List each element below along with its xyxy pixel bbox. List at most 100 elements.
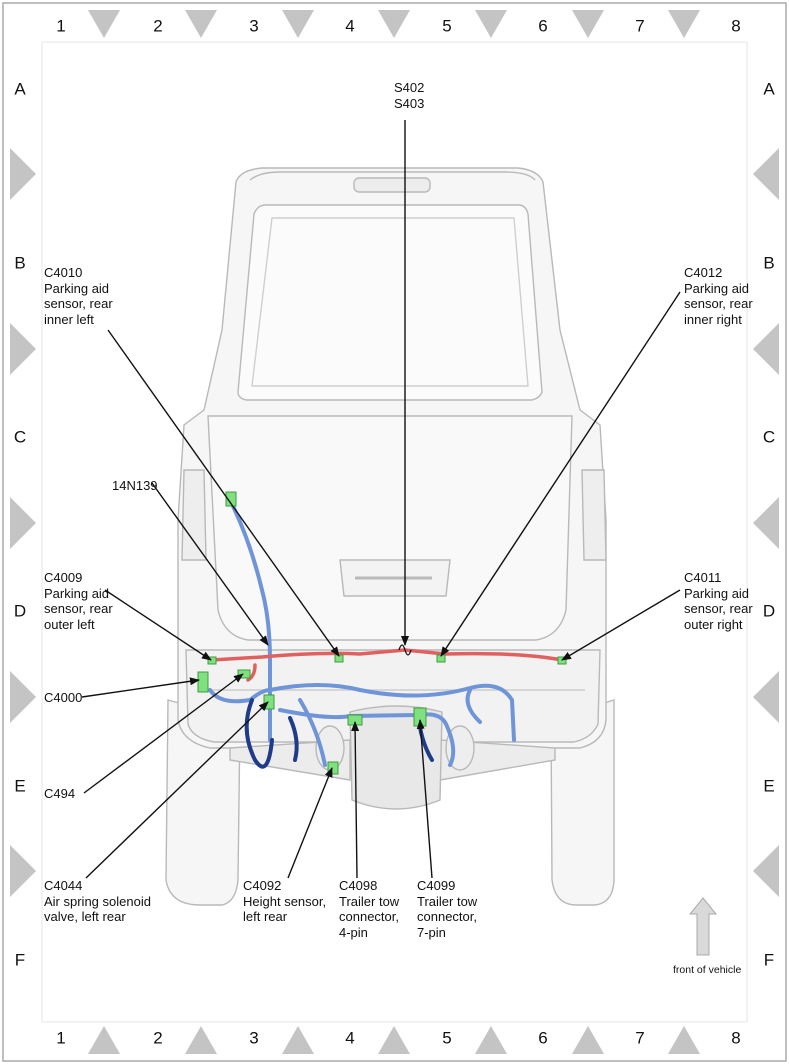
c4012-connector <box>436 654 446 663</box>
vehicle-rear-view <box>165 167 615 906</box>
grid-row-left-c: C <box>13 427 27 447</box>
left-tail-lamp <box>181 469 207 561</box>
grid-col-top-6: 6 <box>538 16 548 36</box>
callout-c4099-line2: Trailer tow <box>417 893 478 909</box>
callout-c4099: C4099 Trailer tow connector, 7-pin <box>417 878 477 940</box>
right-grid-markers <box>753 148 779 897</box>
callout-c4012-line2: Parking aid <box>684 280 750 296</box>
left-grid-markers <box>10 148 36 897</box>
callout-c4009-line2: Parking aid <box>44 585 110 601</box>
grid-col-top-1: 1 <box>56 16 66 36</box>
differential <box>349 705 443 810</box>
leader-c4000 <box>81 677 200 698</box>
grid-row-left-a: A <box>14 79 26 99</box>
front-of-vehicle-arrow <box>688 897 718 956</box>
grid-col-bottom-4: 4 <box>345 1028 355 1048</box>
top-grid-markers <box>88 10 700 38</box>
callout-c4009-code: C4009 <box>44 570 83 585</box>
callout-c4044-line2: Air spring solenoid <box>44 893 151 909</box>
leader-c4011 <box>561 589 681 661</box>
callout-c4098-code: C4098 <box>339 878 378 893</box>
right-tail-lamp <box>581 469 607 561</box>
callout-s402-line2: S403 <box>394 95 425 111</box>
callout-14n139-code: 14N139 <box>112 478 158 493</box>
grid-col-top-7: 7 <box>635 16 645 36</box>
callout-c4092-line2: Height sensor, <box>243 893 327 909</box>
callout-c4009-line3: sensor, rear <box>44 601 113 616</box>
grid-row-left-b: B <box>14 253 26 273</box>
grid-col-bottom-1: 1 <box>56 1028 66 1048</box>
leader-c4092 <box>287 767 333 879</box>
callout-c4011-line3: sensor, rear <box>684 601 753 616</box>
liftgate <box>207 415 573 641</box>
callout-c4092-line3: left rear <box>243 909 288 924</box>
grid-row-left-f: F <box>14 950 26 970</box>
grid-col-bottom-6: 6 <box>538 1028 548 1048</box>
callout-c4099-code: C4099 <box>417 878 456 893</box>
callout-c494: C494 <box>44 786 75 802</box>
callout-c4098-line4: 4-pin <box>339 924 368 940</box>
c4044-connector <box>263 694 275 710</box>
grid-col-top-2: 2 <box>153 16 163 36</box>
grid-col-bottom-5: 5 <box>442 1028 452 1048</box>
callout-c4012-code: C4012 <box>684 265 723 280</box>
callout-c4098-line2: Trailer tow <box>339 893 400 909</box>
callout-c4044-code: C4044 <box>44 878 83 893</box>
grid-col-top-3: 3 <box>249 16 259 36</box>
grid-row-right-b: B <box>763 253 775 273</box>
s402-splice-mark <box>398 644 412 656</box>
callout-c4092: C4092 Height sensor, left rear <box>243 878 326 925</box>
callout-c4011-line2: Parking aid <box>684 585 750 601</box>
callout-c4092-code: C4092 <box>243 878 282 893</box>
callout-c4098-line3: connector, <box>339 909 399 924</box>
leader-c4009 <box>104 589 212 661</box>
callout-c494-code: C494 <box>44 786 76 801</box>
front-of-vehicle-label: front of vehicle <box>673 964 742 976</box>
grid-col-top-5: 5 <box>442 16 452 36</box>
leader-c4044 <box>85 701 269 879</box>
callout-c4044-line3: valve, left rear <box>44 909 126 924</box>
callout-c4044: C4044 Air spring solenoid valve, left re… <box>44 878 151 925</box>
callout-c4010-code: C4010 <box>44 265 83 280</box>
callout-c4009: C4009 Parking aid sensor, rear outer lef… <box>44 570 113 632</box>
callout-c4010: C4010 Parking aid sensor, rear inner lef… <box>44 265 113 327</box>
c4000-connector <box>197 671 209 693</box>
leader-c4098 <box>351 721 360 879</box>
grid-col-bottom-3: 3 <box>249 1028 259 1048</box>
callout-c4099-line4: 7-pin <box>417 924 446 940</box>
inner-border <box>41 41 748 1023</box>
callout-c4000-code: C4000 <box>44 690 83 705</box>
grid-row-right-f: F <box>763 950 775 970</box>
callout-c4012-line3: sensor, rear <box>684 296 753 311</box>
c4010-connector <box>334 654 344 663</box>
callout-c4010-line4: inner left <box>44 311 94 327</box>
grid-row-right-e: E <box>763 776 775 796</box>
leader-c4012 <box>440 291 681 657</box>
callout-c4099-line3: connector, <box>417 909 477 924</box>
callout-c4010-line2: Parking aid <box>44 280 110 296</box>
callout-c4000: C4000 <box>44 690 82 706</box>
leader-c4099 <box>416 719 433 879</box>
callout-c4010-line3: sensor, rear <box>44 296 113 311</box>
grid-col-top-8: 8 <box>731 16 741 36</box>
grid-col-top-4: 4 <box>345 16 355 36</box>
callout-s402-code: S402 <box>394 80 425 95</box>
leader-14n139 <box>151 482 269 646</box>
grid-row-right-a: A <box>763 79 775 99</box>
callout-s402: S402 S403 <box>394 80 424 111</box>
callout-c4011-code: C4011 <box>684 570 722 585</box>
leader-c4010 <box>107 329 340 657</box>
14n139-connector <box>225 491 237 507</box>
callout-14n139: 14N139 <box>112 478 158 494</box>
left-rear-tyre <box>165 699 241 906</box>
grid-row-left-e: E <box>14 776 26 796</box>
grid-col-bottom-8: 8 <box>731 1028 741 1048</box>
leader-lines <box>81 120 681 879</box>
harness-blue <box>208 498 516 767</box>
bottom-grid-markers <box>88 1026 700 1054</box>
c4092-connector <box>327 761 339 775</box>
grid-row-right-d: D <box>762 601 776 621</box>
leader-c494 <box>83 673 244 794</box>
